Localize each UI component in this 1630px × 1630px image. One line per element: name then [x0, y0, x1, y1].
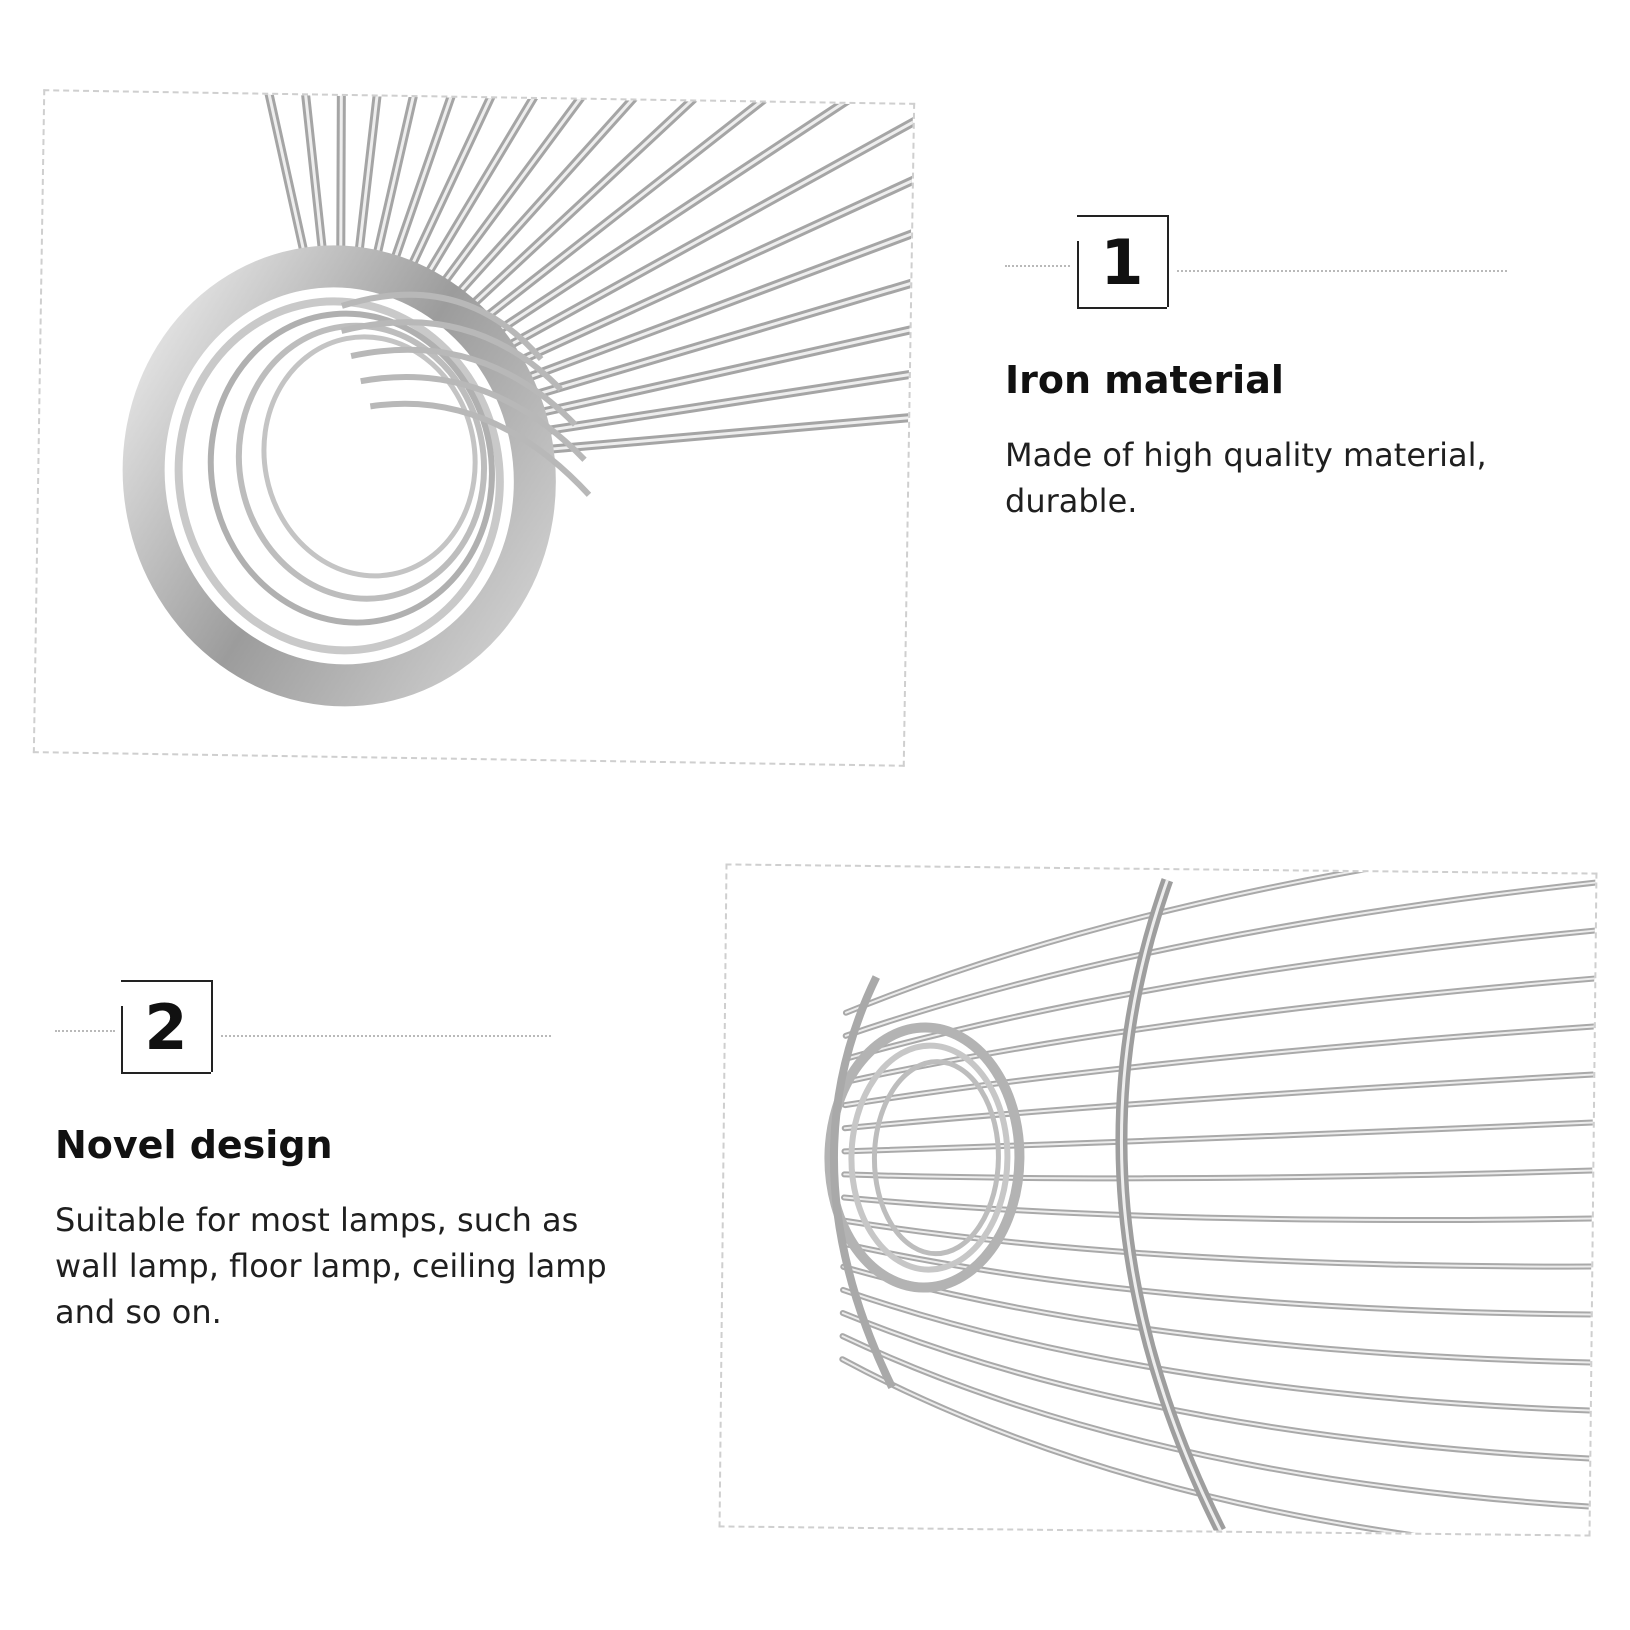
lamp-cage-closeup-icon	[122, 91, 914, 707]
product-photo-closeup	[32, 89, 916, 767]
feature-description: Suitable for most lamps, such as wall la…	[55, 1201, 607, 1331]
feature-title: Iron material	[1005, 358, 1284, 402]
dotted-divider-right	[221, 1035, 551, 1037]
feature-block-2: 2 Novel design Suitable for most lamps, …	[55, 975, 655, 1335]
feature-number-row: 1	[1005, 210, 1565, 310]
feature-number-row: 2	[55, 975, 655, 1075]
dotted-divider-right	[1177, 270, 1507, 272]
dotted-divider-left	[1005, 265, 1070, 267]
dotted-divider-left	[55, 1030, 115, 1032]
feature-title: Novel design	[55, 1123, 333, 1167]
product-photo-side-view	[718, 863, 1598, 1537]
feature-description: Made of high quality material, durable.	[1005, 436, 1487, 520]
feature-number-box: 1	[1077, 215, 1169, 309]
feature-number-box: 2	[121, 980, 213, 1074]
lamp-cage-side-icon	[824, 865, 1596, 1535]
feature-number: 2	[144, 990, 188, 1064]
feature-block-1: 1 Iron material Made of high quality mat…	[1005, 210, 1565, 524]
feature-number: 1	[1100, 225, 1144, 299]
